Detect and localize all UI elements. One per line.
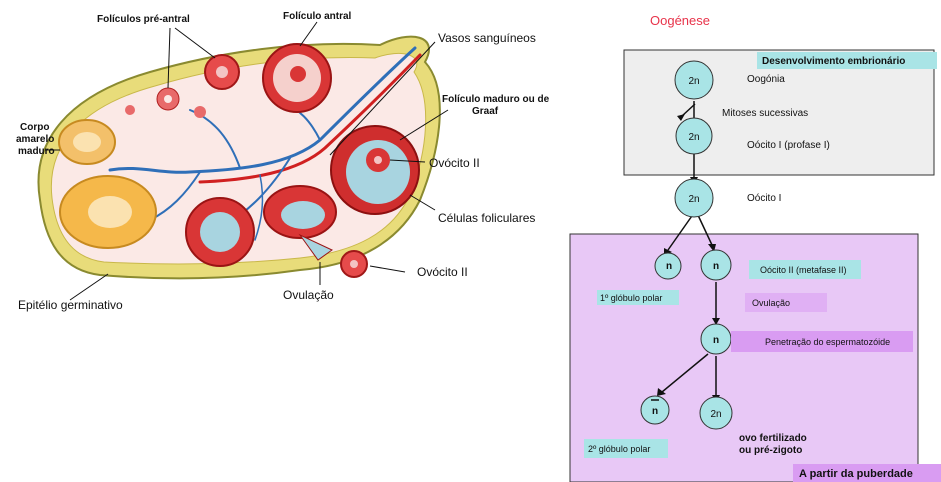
- label-puberty: A partir da puberdade: [799, 468, 913, 480]
- label-oogonia: Oogónia: [747, 74, 785, 85]
- label-fertilized-1: ovo fertilizado: [739, 433, 807, 444]
- label-corpus-1: Corpo: [20, 122, 49, 133]
- label-germinal-epithelium: Epitélio germinativo: [18, 298, 123, 312]
- label-vessels: Vasos sanguíneos: [438, 31, 536, 45]
- label-ovulation: Ovulação: [283, 288, 334, 302]
- node-fertilized-egg: 2n: [710, 409, 721, 420]
- antral-follicle: [263, 44, 331, 112]
- label-graaf-1: Folículo maduro ou de: [442, 94, 549, 105]
- node-oocyte-ii: n: [713, 261, 719, 272]
- label-follicular-cells: Células foliculares: [438, 211, 535, 225]
- label-sperm-penetration: Penetração do espermatozóide: [765, 337, 890, 347]
- label-fertilized-2: ou pré-zigoto: [739, 445, 802, 456]
- node-penetrated-oocyte: n: [713, 335, 719, 346]
- label-corpus-2: amarelo: [16, 134, 54, 145]
- ovary-illustration: Folículos pré-antral Folículo antral Vas…: [0, 0, 560, 482]
- label-embryonic: Desenvolvimento embrionário: [762, 56, 905, 67]
- label-oocyte-i-prophase: Oócito I (profase I): [747, 140, 830, 151]
- label-oocyte-ii-metaphase: Oócito II (metafase II): [760, 265, 847, 275]
- label-first-polar-body: 1º glóbulo polar: [600, 293, 662, 303]
- label-second-polar-body: 2º glóbulo polar: [588, 444, 650, 454]
- label-corpus-3: maduro: [18, 146, 55, 157]
- oogenesis-title: Oogénese: [650, 13, 710, 28]
- label-graaf-2: Graaf: [472, 106, 498, 117]
- node-oocyte-i: 2n: [688, 194, 699, 205]
- ovary-svg: [0, 0, 560, 482]
- label-preantral: Folículos pré-antral: [97, 14, 190, 25]
- label-oocyte-ii-bottom: Ovócito II: [417, 265, 468, 279]
- label-oocyte-i: Oócito I: [747, 193, 781, 204]
- node-oocyte-i-prophase: 2n: [688, 132, 699, 143]
- released-oocyte: [341, 251, 367, 277]
- node-first-polar-body: n: [666, 261, 672, 272]
- oogenesis-svg: 2n 2n 2n n n n n 2n Oogénese Desenvolvim…: [560, 0, 941, 482]
- label-antral: Folículo antral: [283, 11, 351, 22]
- node-oogonia: 2n: [688, 76, 699, 87]
- oogenesis-diagram: 2n 2n 2n n n n n 2n Oogénese Desenvolvim…: [560, 0, 941, 482]
- label-ovulation-flow: Ovulação: [752, 298, 790, 308]
- label-mitoses: Mitoses sucessivas: [722, 108, 808, 119]
- node-second-polar-body: n: [652, 406, 658, 417]
- label-oocyte-ii-top: Ovócito II: [429, 156, 480, 170]
